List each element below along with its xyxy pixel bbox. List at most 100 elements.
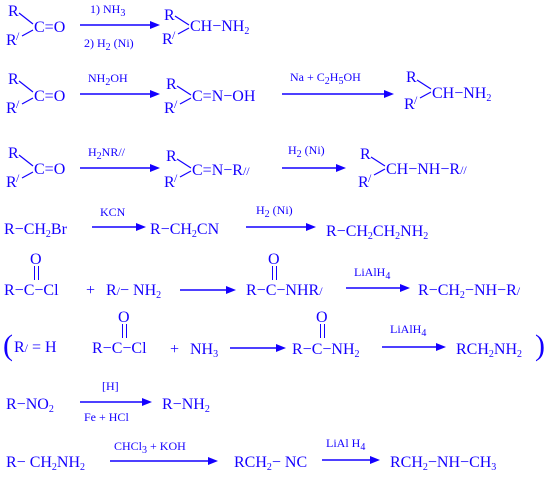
r6-rh: R/ = H bbox=[14, 339, 57, 356]
r1-prod-rp: R bbox=[162, 31, 173, 48]
r4-nitrile: R−CH2CN bbox=[150, 221, 220, 240]
r8-isocyanide: RCH2− NC bbox=[234, 454, 308, 473]
r6-nh3: NH3 bbox=[190, 341, 219, 360]
r5-amide: R−C−NHR/ bbox=[246, 282, 323, 299]
r2-rp-prime: / bbox=[16, 97, 20, 111]
r5-dbl2a bbox=[272, 266, 274, 280]
r6-dbl2a bbox=[320, 324, 322, 338]
r1-prod-r: R bbox=[164, 7, 175, 24]
r6-arrow1 bbox=[230, 344, 286, 352]
r5-arrow2 bbox=[346, 284, 410, 292]
r6-plus: + bbox=[170, 341, 180, 358]
r1-cond1: 1) NH3 bbox=[90, 2, 126, 19]
r8-arrow2 bbox=[322, 456, 380, 464]
r1-product: CH−NH2 bbox=[190, 18, 250, 37]
r2-prod-prime: / bbox=[414, 93, 418, 107]
r5-product: R−CH2−NH−R/ bbox=[418, 282, 521, 301]
r7-cond1: [H] bbox=[102, 379, 119, 393]
r3-prod-prime: / bbox=[368, 171, 372, 185]
r1-co: C=O bbox=[34, 19, 66, 36]
r8-reactant: R− CH2NH2 bbox=[6, 454, 86, 473]
r3-cond2: H2 (Ni) bbox=[288, 143, 325, 160]
r5-dbl1a bbox=[34, 266, 36, 280]
r5-arrow1 bbox=[180, 286, 236, 294]
r5-o1: O bbox=[30, 251, 42, 268]
r3-int-bonds bbox=[176, 158, 192, 178]
r8-arrow1 bbox=[110, 457, 218, 465]
r6-cond: LiAlH4 bbox=[390, 322, 427, 339]
r2-bonds bbox=[18, 80, 34, 105]
r3-bonds bbox=[18, 154, 34, 179]
r6-o1: O bbox=[118, 309, 130, 326]
r5-dbl2b bbox=[276, 266, 278, 280]
r4-cond2: H2 (Ni) bbox=[256, 203, 293, 220]
r4-product: R−CH2CH2NH2 bbox=[326, 223, 429, 242]
r8-cond1: CHCl3 + KOH bbox=[114, 439, 186, 456]
r1-rp-prime: / bbox=[16, 29, 20, 43]
r2-int-r: R bbox=[166, 76, 177, 93]
r6-arrow2 bbox=[382, 343, 446, 351]
r6-amide: R−C−NH2 bbox=[292, 341, 360, 360]
r4-reactant: R−CH2Br bbox=[4, 221, 67, 240]
r3-int-r: R bbox=[166, 148, 177, 165]
r4-cond1: KCN bbox=[100, 205, 126, 219]
r3-prod-rp: R bbox=[358, 174, 369, 191]
r2-r: R bbox=[8, 71, 19, 88]
r3-int-rp: R bbox=[164, 174, 175, 191]
r7-arrow bbox=[80, 398, 152, 406]
r3-imine: C=N−R// bbox=[192, 162, 250, 179]
r3-int-prime: / bbox=[174, 171, 178, 185]
r6-close-paren: ) bbox=[535, 329, 545, 362]
r7-cond2: Fe + HCl bbox=[84, 410, 129, 424]
r1-prod-prime: / bbox=[172, 28, 176, 42]
r2-product: CH−NH2 bbox=[432, 85, 492, 104]
r1-bonds bbox=[18, 12, 34, 37]
r2-int-prime: / bbox=[174, 97, 178, 111]
r1-rp: R bbox=[6, 32, 17, 49]
r2-arrow1 bbox=[80, 90, 160, 98]
r6-dbl1a bbox=[122, 324, 124, 338]
r1-r: R bbox=[8, 3, 19, 20]
r3-prod-r: R bbox=[360, 146, 371, 163]
r5-plus: + bbox=[86, 282, 96, 299]
r2-prod-rp: R bbox=[404, 96, 415, 113]
r4-arrow2 bbox=[246, 223, 316, 231]
r5-dbl1b bbox=[38, 266, 40, 280]
r2-co: C=O bbox=[34, 88, 66, 105]
r1-arrow bbox=[80, 21, 160, 29]
r3-rp-prime: / bbox=[16, 171, 20, 185]
r5-acyl: R−C−Cl bbox=[4, 282, 59, 299]
r2-int-rp: R bbox=[164, 100, 175, 117]
r5-o2: O bbox=[268, 251, 280, 268]
r6-product: RCH2NH2 bbox=[456, 341, 523, 360]
r6-o2: O bbox=[316, 309, 328, 326]
r3-r: R bbox=[8, 145, 19, 162]
r2-oxime: C=N−OH bbox=[192, 88, 256, 105]
r3-product: CH−NH−R// bbox=[386, 161, 467, 178]
r7-product: R−NH2 bbox=[162, 396, 210, 415]
r3-co: C=O bbox=[34, 161, 66, 178]
r1-prod-bonds bbox=[174, 15, 190, 35]
r2-prod-bonds bbox=[416, 79, 432, 99]
r3-rp: R bbox=[6, 174, 17, 191]
r5-cond: LiAlH4 bbox=[354, 265, 391, 282]
r2-rp: R bbox=[6, 100, 17, 117]
r3-arrow1 bbox=[80, 164, 160, 172]
r2-prod-r: R bbox=[406, 69, 417, 86]
r3-prod-bonds bbox=[370, 156, 386, 176]
r5-amine: R/− NH2 bbox=[106, 282, 162, 301]
r3-cond1: H2NR// bbox=[88, 145, 126, 162]
r4-arrow1 bbox=[92, 223, 146, 231]
r6-acyl: R−C−Cl bbox=[92, 340, 147, 357]
r8-cond2: LiAl H4 bbox=[326, 436, 366, 453]
r2-arrow2 bbox=[282, 90, 394, 98]
r7-reactant: R−NO2 bbox=[6, 396, 54, 415]
r3-arrow2 bbox=[282, 164, 346, 172]
r6-open-paren: ( bbox=[3, 329, 13, 362]
r6-dbl1b bbox=[126, 324, 128, 338]
r6-dbl2b bbox=[324, 324, 326, 338]
r1-cond2: 2) H2 (Ni) bbox=[84, 36, 134, 53]
r2-int-bonds bbox=[176, 85, 192, 105]
r2-cond2: Na + C2H5OH bbox=[290, 70, 361, 87]
